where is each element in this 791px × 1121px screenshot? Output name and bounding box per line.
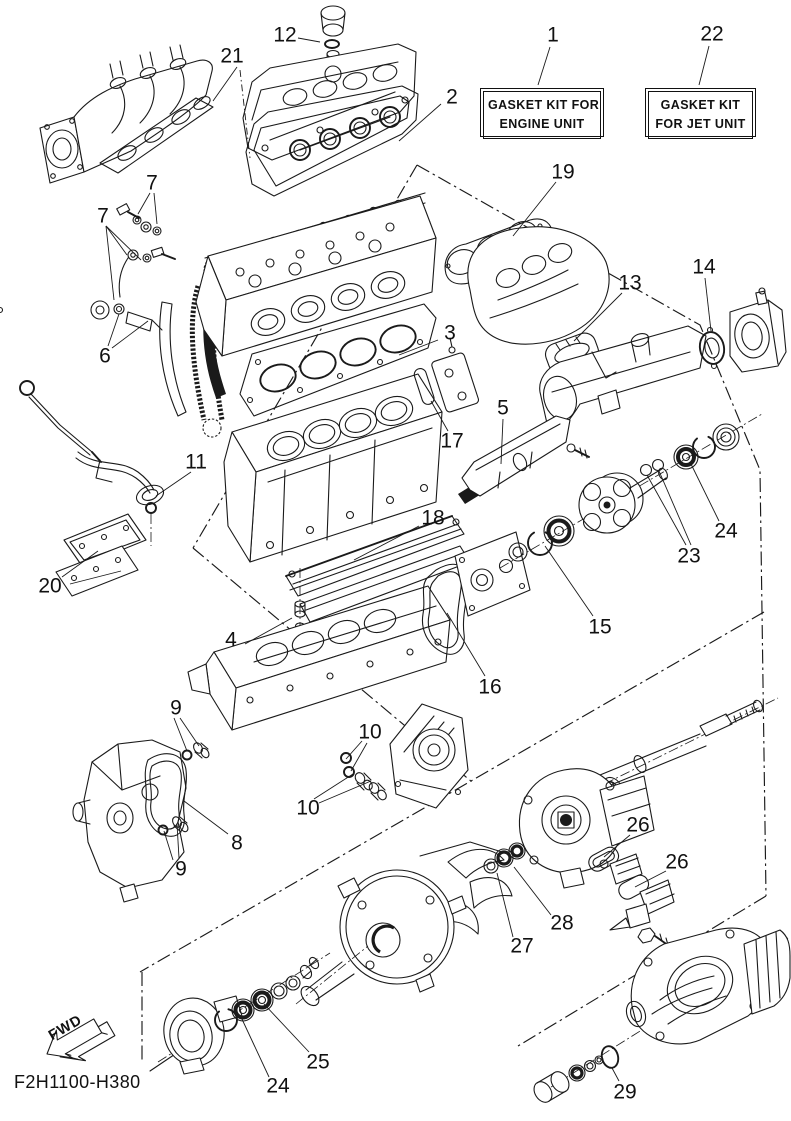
callout-17: 17 xyxy=(440,429,464,453)
oil-filler-cap xyxy=(320,5,346,69)
callout-28: 28 xyxy=(550,911,574,935)
gasket-kit-jet-box: GASKET KIT FOR JET UNIT xyxy=(645,88,756,139)
drawing-code: F2H1100-H380 xyxy=(14,1072,141,1092)
valve-cover-gasket xyxy=(245,85,419,197)
exhaust-pipe xyxy=(539,325,707,433)
callout-24: 24 xyxy=(714,519,738,543)
gasket-kit-engine-box: GASKET KIT FOR ENGINE UNIT xyxy=(480,88,604,139)
gasket-kit-jet-line1: GASKET KIT xyxy=(660,98,741,112)
callout-6: 6 xyxy=(99,344,111,368)
intermediate-housing xyxy=(518,768,655,889)
callout-5: 5 xyxy=(497,396,509,420)
strainer-plates-18 xyxy=(285,515,471,623)
callout-9: 9 xyxy=(170,696,182,720)
callout-22: 22 xyxy=(700,22,724,46)
dipstick xyxy=(19,380,102,463)
seal-housing xyxy=(149,952,331,1075)
exhaust-outlet xyxy=(729,287,787,373)
outlet-gasket-14 xyxy=(698,326,726,370)
head-gasket xyxy=(0,303,437,417)
cylinder-block xyxy=(223,373,443,563)
anode-cover-17 xyxy=(413,337,480,413)
rail-and-gasket-5 xyxy=(458,415,590,504)
callout-26: 26 xyxy=(626,813,650,837)
pump-gasket-8 xyxy=(144,753,187,837)
chain-tensioner xyxy=(90,300,163,332)
gasket-kit-engine-line1: GASKET KIT FOR xyxy=(488,98,600,112)
intake-manifold xyxy=(39,44,213,184)
callout-29: 29 xyxy=(613,1080,637,1104)
callout-18: 18 xyxy=(421,506,445,530)
callout-24: 24 xyxy=(266,1074,290,1098)
callout-14: 14 xyxy=(692,255,716,279)
crankcase-end-cover xyxy=(454,531,531,617)
jet-gaskets-26 xyxy=(588,846,675,949)
exhaust-manifold xyxy=(467,226,610,345)
plugs-9-lower xyxy=(157,816,189,836)
callout-16: 16 xyxy=(478,675,502,699)
callout-7: 7 xyxy=(146,171,158,195)
jet-pump-housing xyxy=(539,927,791,1095)
lower-crankcase xyxy=(187,585,451,731)
callout-15: 15 xyxy=(588,615,612,639)
pickup-o-ring xyxy=(145,502,157,546)
callout-1: 1 xyxy=(547,23,559,47)
jet-spacer-washers xyxy=(533,1055,604,1103)
oil-cooler xyxy=(389,703,469,809)
callout-9: 9 xyxy=(175,857,187,881)
callout-4: 4 xyxy=(225,628,237,652)
callout-20: 20 xyxy=(38,574,62,598)
callout-2: 2 xyxy=(446,85,458,109)
callout-12: 12 xyxy=(273,23,297,47)
coupling-assembly xyxy=(499,413,763,569)
valve-cover xyxy=(242,43,417,161)
cylinder-head xyxy=(195,195,437,357)
generator-cover xyxy=(295,841,513,1007)
manifold-bolts xyxy=(116,203,176,298)
callout-11: 11 xyxy=(185,450,207,474)
callout-3: 3 xyxy=(444,321,456,345)
seals-27-28 xyxy=(483,842,526,874)
callout-10: 10 xyxy=(296,796,320,820)
callout-25: 25 xyxy=(306,1050,330,1074)
fwd-arrow xyxy=(46,1018,116,1062)
gasket-kit-engine-line2: ENGINE UNIT xyxy=(499,117,585,132)
plugs-9-upper xyxy=(181,742,210,761)
intake-manifold-gasket xyxy=(99,96,214,174)
oil-pickup-tube xyxy=(75,451,165,506)
callout-21: 21 xyxy=(220,44,244,68)
jet-oring-29 xyxy=(600,1045,620,1069)
oil-pump xyxy=(72,739,187,903)
callout-8: 8 xyxy=(231,831,243,855)
cover-plates-20 xyxy=(55,513,147,597)
gasket-kit-jet-line2: FOR JET UNIT xyxy=(655,117,746,132)
callout-26: 26 xyxy=(665,850,689,874)
callout-7: 7 xyxy=(97,204,109,228)
callout-19: 19 xyxy=(551,160,575,184)
leader-lines xyxy=(61,37,720,1082)
callout-23: 23 xyxy=(677,544,701,568)
callout-13: 13 xyxy=(618,271,642,295)
callout-10: 10 xyxy=(358,720,382,744)
callout-27: 27 xyxy=(510,934,534,958)
